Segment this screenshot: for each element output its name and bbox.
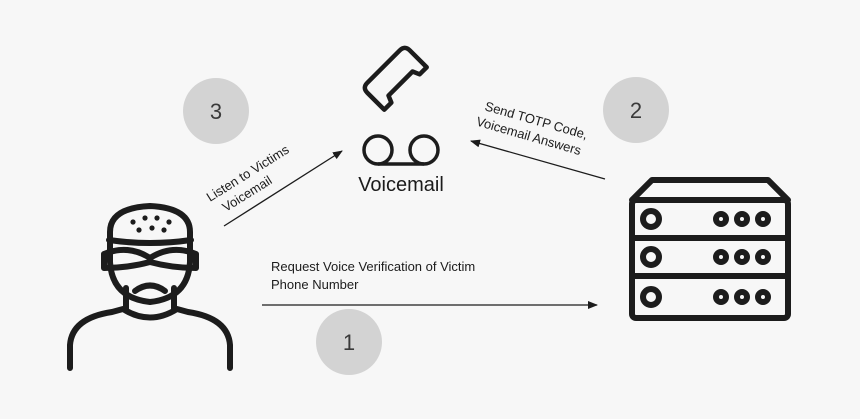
arrow-step-2: [470, 139, 606, 180]
beanie-dots: [130, 215, 172, 233]
step-1-line-1: Request Voice Verification of Victim: [271, 259, 475, 274]
step-badge-2: 2: [603, 77, 669, 143]
step-badge-3: 3: [183, 78, 249, 144]
step-badge-1: 1: [316, 309, 382, 375]
step-1-line-2: Phone Number: [271, 277, 359, 292]
step-number-2: 2: [630, 98, 642, 123]
step-2-label: Send TOTP Code, Voicemail Answers: [475, 98, 590, 158]
step-number-3: 3: [210, 99, 222, 124]
server-icon: [629, 177, 791, 321]
phone-icon: [362, 45, 429, 112]
step-number-1: 1: [343, 330, 355, 355]
voicemail-icon: [362, 134, 440, 166]
hacker-icon: [67, 203, 233, 371]
arrow-step-3: [223, 150, 343, 227]
step-1-label: Request Voice Verification of Victim Pho…: [271, 259, 475, 292]
voicemail-label: Voicemail: [358, 174, 444, 196]
